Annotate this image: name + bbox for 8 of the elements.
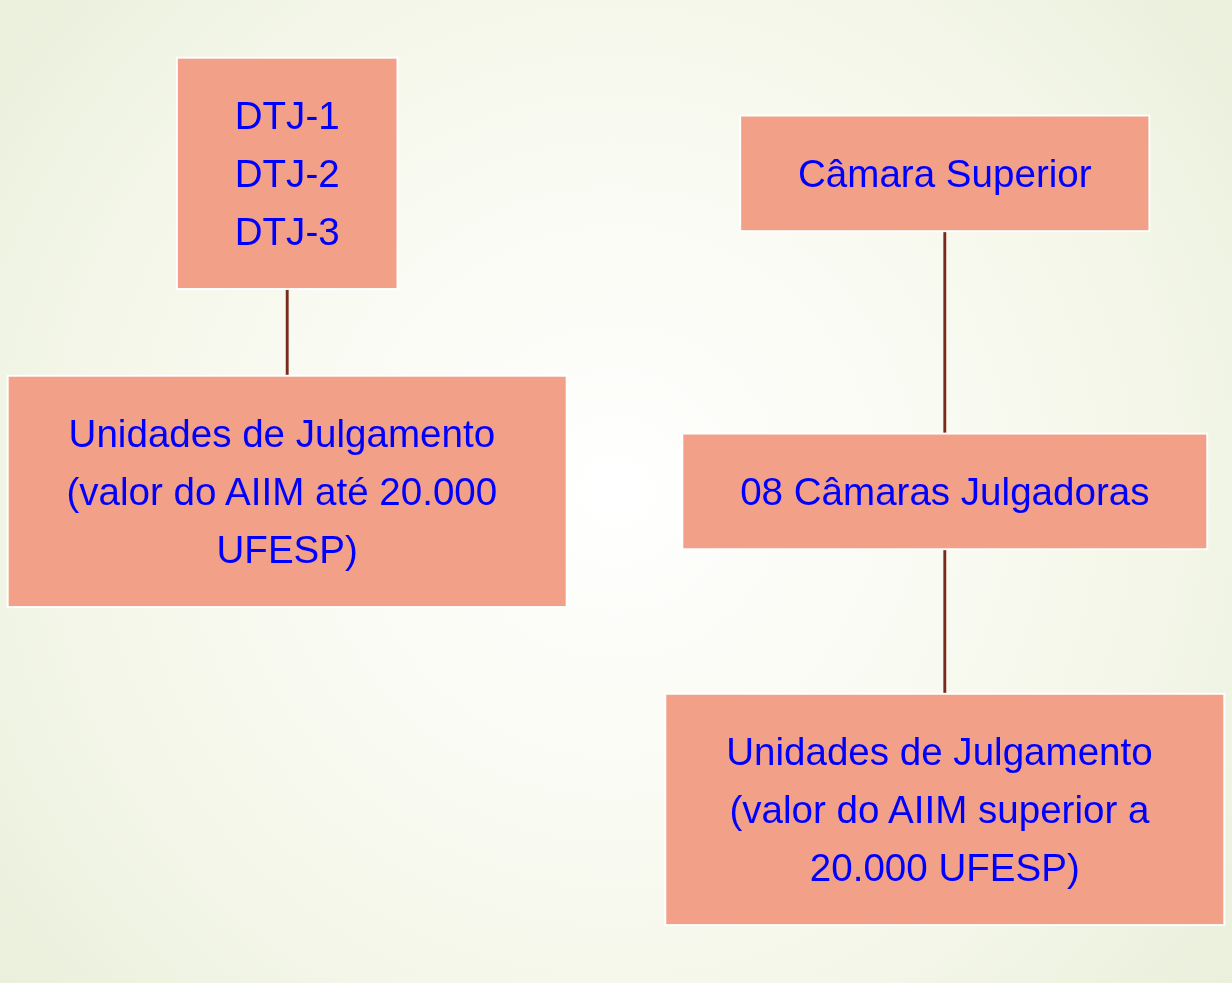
connector [285, 289, 289, 376]
node-box: Câmara Superior [739, 114, 1151, 233]
node-box: 08 Câmaras Julgadoras [681, 432, 1209, 551]
node-box: DTJ-1 DTJ-2 DTJ-3 [175, 56, 399, 291]
node-box: Unidades de Julgamento (valor do AIIM até 20.000 UFESP) [6, 374, 568, 609]
connector [943, 231, 947, 434]
connector [943, 549, 947, 694]
node-box: Unidades de Julgamento (valor do AIIM superior a 20.000 UFESP) [664, 692, 1226, 927]
